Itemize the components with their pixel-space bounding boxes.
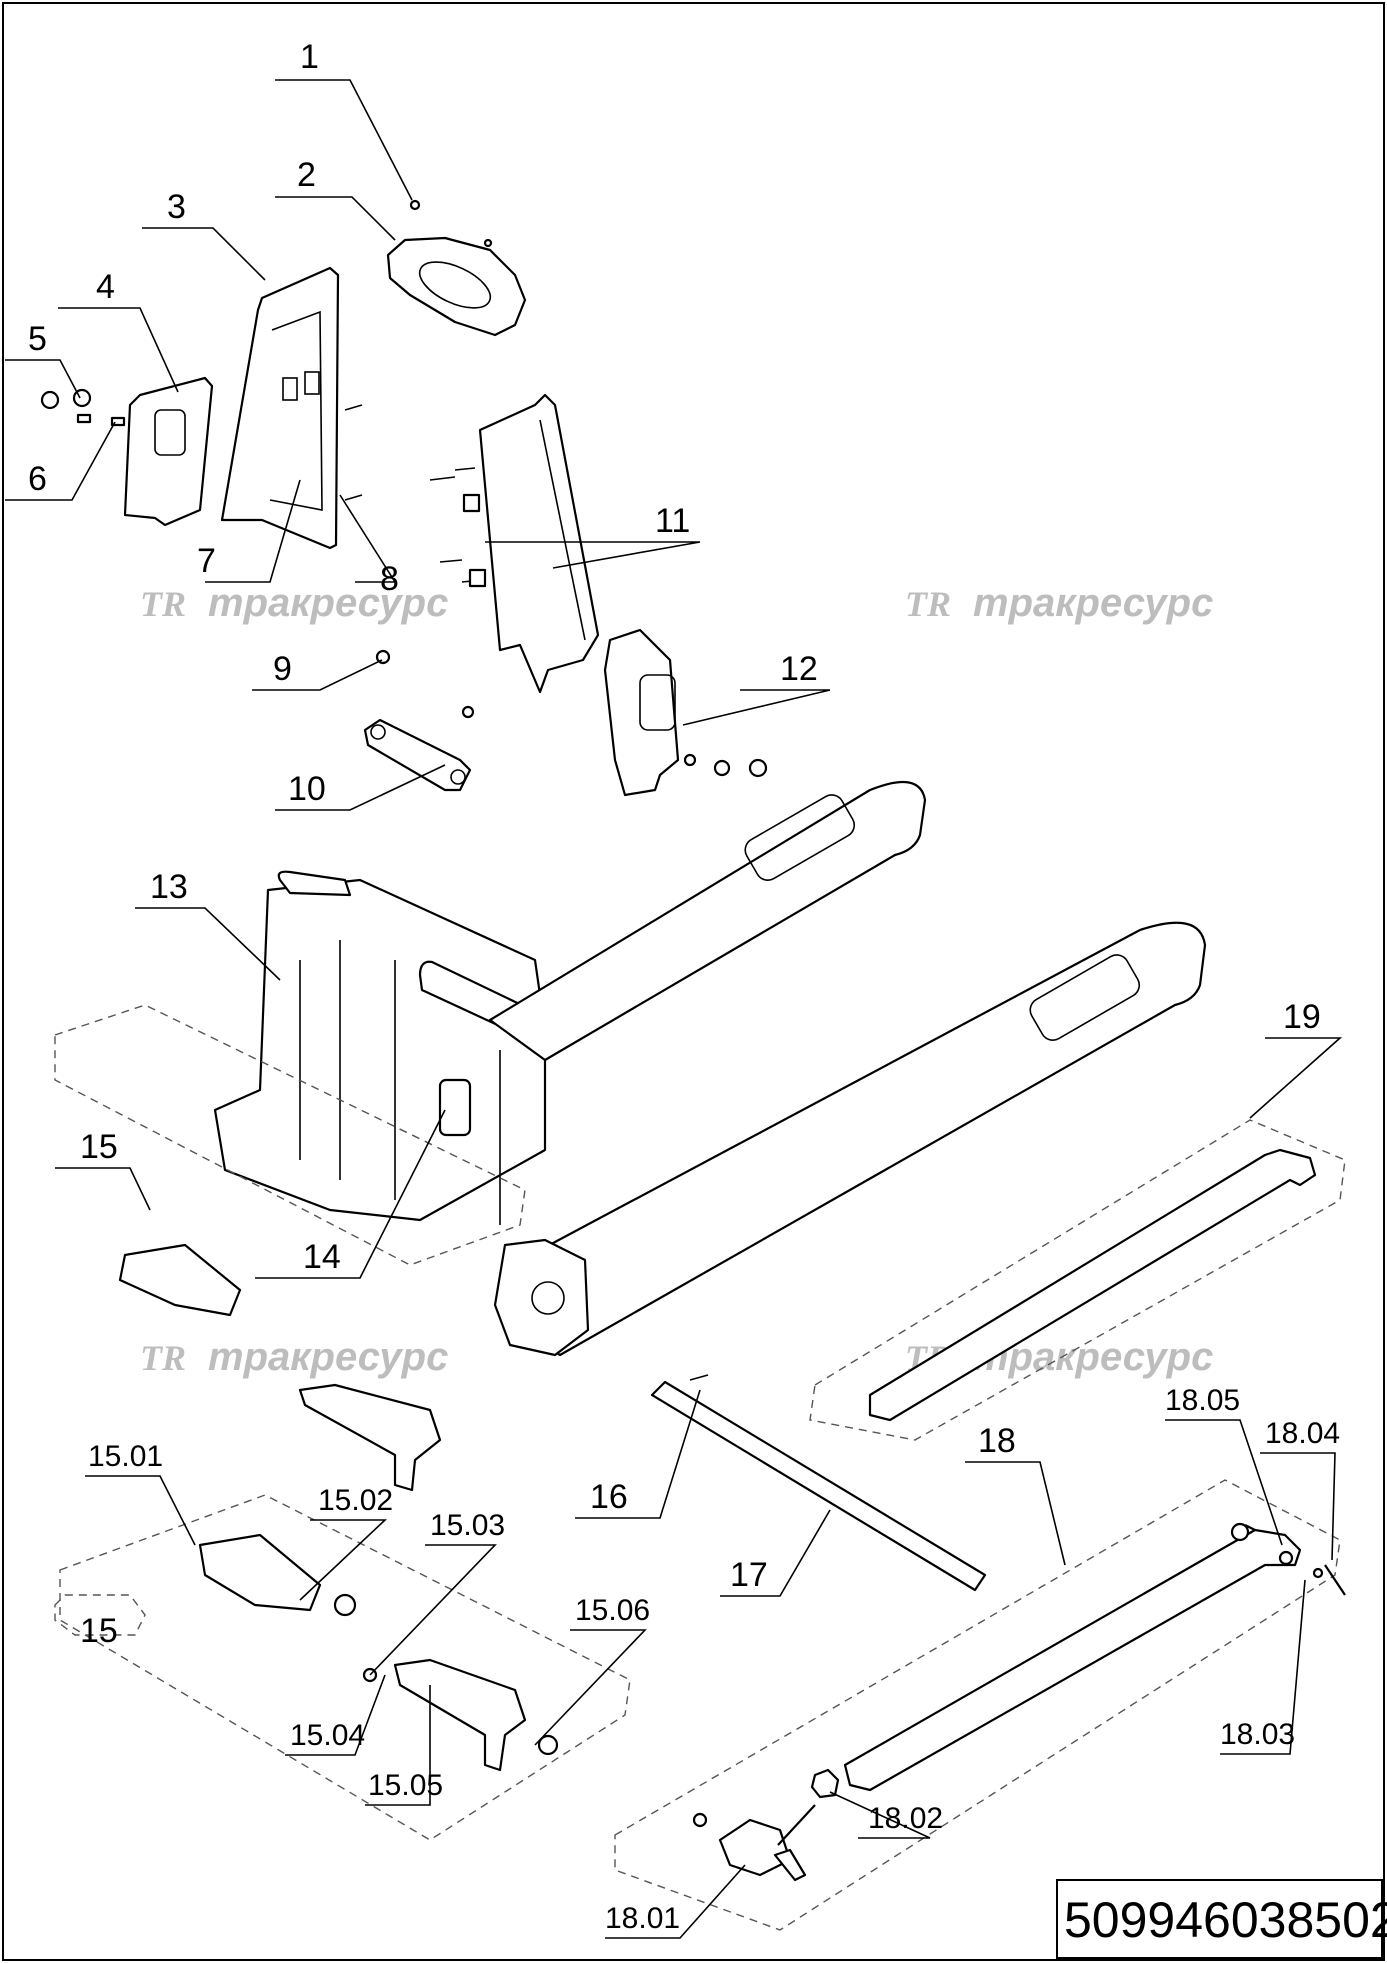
part-5-nut [40,390,60,410]
label-17: 17 [730,1556,768,1594]
label-18-02: 18.02 [868,1802,943,1835]
part-4-cover [123,376,214,527]
label-15-02: 15.02 [318,1484,393,1517]
label-15-05: 15.05 [368,1769,443,1802]
svg-text:TR: TR [140,1338,186,1378]
label-9: 9 [273,650,292,688]
label-19: 19 [1283,998,1321,1036]
group-15-lower [59,1494,631,1841]
document-number: 509946038502 [1064,1892,1387,1948]
label-15-03: 15.03 [430,1509,505,1542]
group-18 [614,1479,1341,1931]
label-2: 2 [297,156,316,194]
label-15-06: 15.06 [575,1594,650,1627]
part-2-handle-cover [386,236,527,337]
part-14-window [438,1078,472,1137]
group-19 [809,1119,1346,1441]
label-4: 4 [96,268,115,306]
label-18: 18 [978,1422,1016,1460]
svg-text:TR: TR [905,584,951,624]
label-15: 15 [80,1128,118,1166]
part-18-01-clevis [718,1818,792,1877]
part-12-cover [603,628,680,797]
label-15b: 15 [80,1612,118,1650]
label-18-05: 18.05 [1165,1384,1240,1417]
part-18-02-nut [810,1768,840,1799]
label-11: 11 [655,502,690,540]
label-6: 6 [28,460,47,498]
svg-text:тракресурс: тракресурс [973,581,1213,625]
label-18-03: 18.03 [1220,1718,1295,1751]
label-10: 10 [288,770,326,808]
svg-text:TR: TR [140,584,186,624]
leader-lines [5,79,1343,1939]
lower-fork [533,921,1207,1357]
label-8: 8 [380,560,399,598]
label-14: 14 [303,1238,341,1276]
label-18-04: 18.04 [1265,1417,1340,1450]
part-10-link [363,718,472,792]
part-2-screw [483,238,493,248]
part-16-pin [689,1374,709,1381]
label-18-01: 18.01 [605,1902,680,1935]
part-17-axle [650,1380,987,1592]
label-3: 3 [167,188,186,226]
part-labels: 1 2 3 4 5 6 7 8 9 10 11 12 13 14 15 15 1… [28,38,1340,1935]
label-7: 7 [197,542,216,580]
part-3-side-plate [220,266,340,550]
part-13-frame [213,878,547,1222]
label-5: 5 [28,320,47,358]
label-12: 12 [780,650,818,688]
svg-text:тракресурс: тракресурс [208,581,448,625]
label-13: 13 [150,868,188,906]
part-11-side-plate [478,393,600,694]
watermark-3: TR тракресурс [140,1335,448,1379]
upper-fork [488,780,927,1062]
label-15-04: 15.04 [290,1719,365,1752]
label-16: 16 [590,1478,628,1516]
label-15-01: 15.01 [88,1440,163,1473]
document-number-box [1056,1879,1383,1959]
group-15-upper [54,1004,526,1266]
svg-text:тракресурс: тракресурс [208,1335,448,1379]
part-9-nut [375,649,391,665]
part-6-bolt [76,413,92,424]
label-1: 1 [300,38,319,76]
part-18-tie-rod [843,1528,1302,1792]
watermark-2: TR тракресурс [905,581,1213,625]
part-19-tie-rod [868,1148,1317,1422]
watermark-1: TR тракресурс [140,581,448,625]
part-1-screw [409,199,421,211]
